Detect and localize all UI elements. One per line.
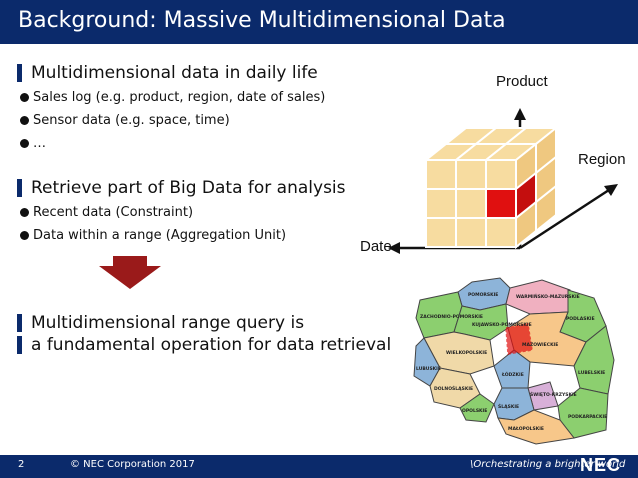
map-label: ŚWIĘTO-KRZYSKIE [530,391,577,398]
axis-label-region: Region [578,151,626,168]
bullet-item: … [17,132,325,155]
map-label: KUJAWSKO-POMORSKIE [472,322,532,328]
map-highlight-region [505,323,533,355]
footer-bar: 2 © NEC Corporation 2017 \Orchestrating … [0,455,638,478]
map-label: OPOLSKIE [462,408,487,414]
section-daily-life: Multidimensional data in daily life Sale… [17,62,325,155]
page-number: 2 [18,459,25,470]
map-label: LUBUSKIE [416,366,441,372]
title-bar: Background: Massive Multidimensional Dat… [0,0,638,44]
map-label: MAŁOPOLSKIE [508,426,544,432]
map-label: WARMIŃSKO-MAZURSKIE [516,292,580,300]
map-label: ŚLĄSKIE [498,403,519,410]
map-label: PODLASKIE [566,316,595,322]
map-label: ZACHODNIO-POMORSKIE [420,314,483,320]
page-title: Background: Massive Multidimensional Dat… [18,8,506,33]
bullet-item: Data within a range (Aggregation Unit) [17,224,346,247]
section-heading: Retrieve part of Big Data for analysis [17,177,346,199]
section-heading-line2: a fundamental operation for data retriev… [17,334,391,356]
axis-label-date: Date [360,238,392,255]
map-label: MAZOWIECKIE [522,342,558,348]
bullet-item: Sales log (e.g. product, region, date of… [17,86,325,109]
section-heading-line1: Multidimensional range query is [17,312,391,334]
section-heading-line2-text: a fundamental operation for data retriev… [31,335,392,355]
copyright-text: © NEC Corporation 2017 [70,459,195,470]
poland-regions-map: POMORSKIE WARMIŃSKO-MAZURSKIE ZACHODNIO-… [413,277,615,445]
map-label: PODKARPACKIE [568,414,607,420]
tagline-text: \Orchestrating a brighter world [470,459,626,470]
map-label: DOLNOŚLĄSKIE [434,385,473,392]
section-range-query: Multidimensional range query is a fundam… [17,312,391,356]
map-label: POMORSKIE [468,292,498,298]
bullet-item: Sensor data (e.g. space, time) [17,109,325,132]
section-retrieve: Retrieve part of Big Data for analysis R… [17,177,346,247]
down-arrow-icon [99,256,161,289]
section-heading: Multidimensional data in daily life [17,62,325,84]
axis-label-product: Product [496,73,548,90]
data-cube-diagram [388,108,618,254]
map-label: WIELKOPOLSKIE [446,350,487,356]
map-label: LUBELSKIE [578,370,605,376]
nec-logo: NEC [580,455,622,475]
map-label: ŁÓDZKIE [501,371,524,378]
highlight-cell [485,188,517,219]
bullet-item: Recent data (Constraint) [17,201,346,224]
